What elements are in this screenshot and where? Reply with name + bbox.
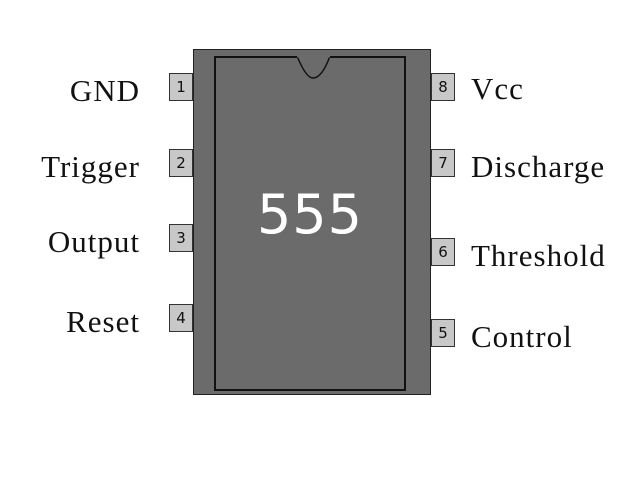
pin-label-trigger: Trigger [41,149,140,184]
pin-label-output: Output [47,224,140,259]
pin-4: 4 [169,304,193,332]
pin-8: 8 [431,73,455,101]
pin-label-reset: Reset [66,304,140,339]
pin-label-gnd: GND [69,73,140,108]
pin-6: 6 [431,238,455,266]
pin-5: 5 [431,319,455,347]
pin-3: 3 [169,224,193,252]
pin-label-control: Control [471,319,573,354]
pin-2: 2 [169,149,193,177]
pin-label-threshold: Threshold [471,238,606,273]
pin-1: 1 [169,73,193,101]
ic-body [193,49,431,395]
pin-label-discharge: Discharge [471,149,606,184]
pin-label-vcc: Vcc [471,71,524,106]
chip-part-number: 555 [256,183,364,246]
pin-7: 7 [431,149,455,177]
